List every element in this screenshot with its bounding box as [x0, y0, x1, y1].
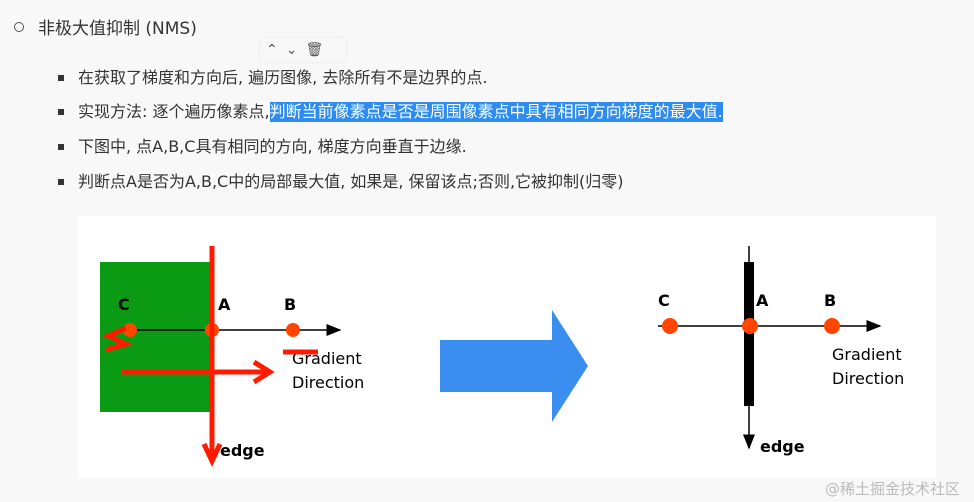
label-a: A	[218, 295, 231, 314]
trash-icon[interactable]: 🗑	[305, 42, 324, 58]
big-arrow-icon	[440, 310, 588, 422]
square-bullet-icon	[58, 75, 64, 81]
list-item: 下图中, 点A,B,C具有相同的方向, 梯度方向垂直于边缘.	[58, 137, 467, 157]
watermark: @稀土掘金技术社区	[824, 480, 960, 498]
label-b: B	[284, 295, 296, 314]
square-bullet-icon	[58, 144, 64, 150]
circle-bullet-icon	[14, 21, 24, 32]
point-b	[286, 323, 300, 337]
heading: 非极大值抑制 (NMS)	[14, 14, 197, 39]
chevron-up-icon[interactable]: ⌃	[266, 42, 278, 58]
label-direction-right: Direction	[832, 369, 904, 388]
label-c-right: C	[658, 291, 670, 310]
edge-region	[100, 262, 212, 412]
label-direction: Direction	[292, 373, 364, 392]
point-c	[123, 323, 137, 337]
square-bullet-icon	[58, 179, 64, 185]
selected-text[interactable]: 判断当前像素点是否是周围像素点中具有相同方向梯度的最大值.	[269, 102, 723, 122]
label-c: C	[118, 295, 130, 314]
chevron-down-icon[interactable]: ⌄	[285, 42, 298, 58]
label-b-right: B	[824, 291, 836, 310]
floating-toolbar: ⌃ ⌄ 🗑	[260, 38, 346, 62]
point-c-right	[662, 318, 678, 334]
point-a-right	[742, 318, 758, 334]
list-item: 判断点A是否为A,B,C中的局部最大值, 如果是, 保留该点;否则,它被抑制(归…	[58, 172, 624, 192]
label-edge: edge	[220, 441, 265, 460]
label-edge-right: edge	[760, 437, 805, 456]
list-item: 在获取了梯度和方向后, 遍历图像, 去除所有不是边界的点.	[58, 68, 487, 88]
label-gradient-right: Gradient	[832, 345, 902, 364]
label-a-right: A	[756, 291, 769, 310]
red-annotation-strokes	[101, 246, 318, 467]
point-b-right	[824, 318, 840, 334]
list-item: 实现方法: 逐个遍历像素点, 判断当前像素点是否是周围像素点中具有相同方向梯度的…	[58, 102, 723, 122]
nms-figure: C A B Gradient Direction edge C A B Grad…	[78, 216, 936, 478]
square-bullet-icon	[58, 109, 64, 115]
